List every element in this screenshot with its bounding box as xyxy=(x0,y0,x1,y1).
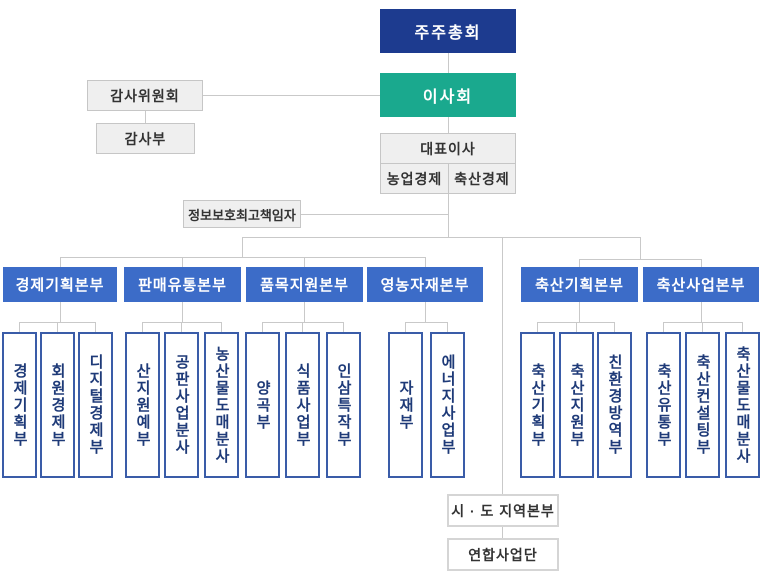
dept-box: 친환경방역부 xyxy=(597,332,632,478)
connector-line xyxy=(405,322,406,332)
connector-line xyxy=(502,527,503,538)
dept-label: 디지털경제부 xyxy=(87,354,104,456)
connector-line xyxy=(57,322,58,332)
dept-box: 축산기획부 xyxy=(520,332,555,478)
connector-line xyxy=(702,322,703,332)
connector-line xyxy=(242,237,641,238)
dept-box: 축산유통부 xyxy=(646,332,681,478)
division-header-sales-distribution: 판매유통본부 xyxy=(124,267,241,302)
connector-line xyxy=(95,322,96,332)
connector-line xyxy=(142,322,143,332)
federation-group-box: 연합사업단 xyxy=(447,538,559,571)
regional-hq-box: 시 · 도 지역본부 xyxy=(447,494,559,527)
connector-line xyxy=(663,322,664,332)
connector-line xyxy=(701,259,702,267)
dept-label: 양곡부 xyxy=(254,379,271,431)
dept-label: 인삼특작부 xyxy=(335,362,352,448)
connector-line xyxy=(181,322,182,332)
connector-line xyxy=(448,117,449,133)
dept-label: 친환경방역부 xyxy=(606,354,623,456)
division-header-farming-materials: 영농자재본부 xyxy=(367,267,483,302)
connector-line xyxy=(640,237,641,259)
connector-line xyxy=(576,322,577,332)
dept-label: 축산유통부 xyxy=(655,362,672,448)
connector-line xyxy=(19,322,20,332)
connector-line xyxy=(203,95,380,96)
dept-label: 자재부 xyxy=(397,379,414,431)
connector-line xyxy=(579,302,580,322)
connector-line xyxy=(579,259,702,260)
dept-box: 경제기획부 xyxy=(2,332,37,478)
connector-line xyxy=(60,302,61,322)
dept-label: 공판사업분사 xyxy=(173,354,190,456)
connector-line xyxy=(425,302,426,322)
dept-label: 식품사업부 xyxy=(294,362,311,448)
division-header-livestock-business: 축산사업본부 xyxy=(643,267,759,302)
dept-label: 산지원예부 xyxy=(134,362,151,448)
connector-line xyxy=(447,322,448,332)
dept-label: 회원경제부 xyxy=(49,362,66,448)
dept-box: 자재부 xyxy=(388,332,423,478)
connector-line xyxy=(502,237,503,494)
connector-line xyxy=(182,302,183,322)
connector-line xyxy=(579,259,580,267)
livestock-economy-box: 축산경제 xyxy=(448,163,516,194)
connector-line xyxy=(425,257,426,267)
connector-line xyxy=(242,237,243,258)
division-header-commodity-support: 품목지원본부 xyxy=(246,267,363,302)
ceo-box: 대표이사 xyxy=(380,133,516,164)
dept-label: 축산물도매분사 xyxy=(734,345,751,465)
dept-label: 경제기획부 xyxy=(11,362,28,448)
division-header-livestock-planning: 축산기획본부 xyxy=(521,267,638,302)
connector-line xyxy=(742,322,743,332)
connector-line xyxy=(221,322,222,332)
board-of-directors-box: 이사회 xyxy=(380,73,516,117)
division-header-economy-planning: 경제기획본부 xyxy=(3,267,117,302)
connector-line xyxy=(145,110,146,123)
dept-box: 공판사업분사 xyxy=(164,332,199,478)
dept-box: 축산지원부 xyxy=(559,332,594,478)
dept-box: 에너지사업부 xyxy=(430,332,465,478)
dept-box: 산지원예부 xyxy=(125,332,160,478)
connector-line xyxy=(304,257,305,267)
dept-label: 농산물도매분사 xyxy=(213,345,230,465)
connector-line xyxy=(343,322,344,332)
dept-box: 양곡부 xyxy=(245,332,280,478)
dept-label: 축산기획부 xyxy=(529,362,546,448)
dept-label: 축산지원부 xyxy=(568,362,585,448)
connector-line xyxy=(262,322,263,332)
dept-box: 축산컨설팅부 xyxy=(685,332,720,478)
connector-line xyxy=(448,53,449,73)
dept-box: 인삼특작부 xyxy=(326,332,361,478)
dept-box: 회원경제부 xyxy=(40,332,75,478)
dept-box: 디지털경제부 xyxy=(78,332,113,478)
connector-line xyxy=(448,194,449,238)
connector-line xyxy=(663,322,743,323)
dept-box: 식품사업부 xyxy=(285,332,320,478)
connector-line xyxy=(60,257,426,258)
connector-line xyxy=(302,322,303,332)
connector-line xyxy=(537,322,538,332)
connector-line xyxy=(405,322,448,323)
connector-line xyxy=(60,257,61,267)
audit-committee-box: 감사위원회 xyxy=(87,80,203,111)
connector-line xyxy=(614,322,615,332)
dept-box: 농산물도매분사 xyxy=(204,332,239,478)
dept-box: 축산물도매분사 xyxy=(725,332,760,478)
agri-economy-box: 농업경제 xyxy=(380,163,449,194)
connector-line xyxy=(304,302,305,322)
ciso-box: 정보보호최고책임자 xyxy=(183,200,301,228)
connector-line xyxy=(701,302,702,322)
dept-label: 축산컨설팅부 xyxy=(694,354,711,456)
connector-line xyxy=(142,322,222,323)
shareholders-meeting-box: 주주총회 xyxy=(380,9,516,53)
connector-line xyxy=(182,257,183,267)
connector-line xyxy=(301,214,448,215)
audit-department-box: 감사부 xyxy=(96,123,195,154)
connector-line xyxy=(262,322,344,323)
dept-label: 에너지사업부 xyxy=(439,354,456,456)
